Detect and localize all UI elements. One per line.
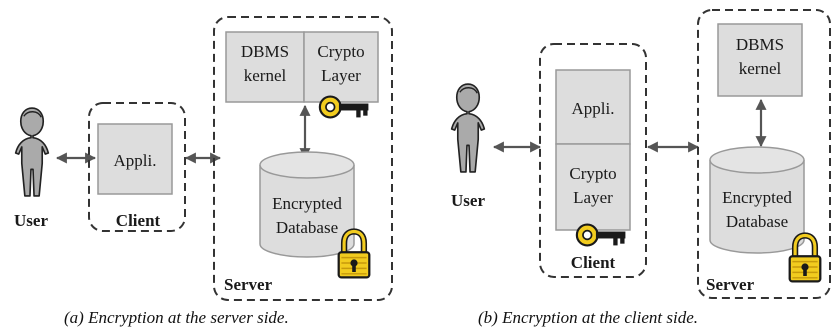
server-boundary <box>213 16 393 301</box>
dbms-kernel-box <box>225 31 305 103</box>
application-box <box>555 69 631 145</box>
client-boundary <box>88 102 186 232</box>
server-label: Server <box>224 275 273 294</box>
dbms-kernel-box <box>717 23 803 97</box>
server-boundary <box>697 9 831 299</box>
dbms-label-line2: kernel <box>244 66 287 85</box>
crypto-label-line1: Crypto <box>569 164 616 183</box>
crypto-layer-box <box>303 31 379 103</box>
crypto-label-line1: Crypto <box>317 42 364 61</box>
client-label: Client <box>571 253 616 272</box>
dbms-label-line1: DBMS <box>241 42 289 61</box>
client-label: Client <box>116 211 161 230</box>
padlock-icon <box>790 236 821 282</box>
database-label-line1: Encrypted <box>272 194 342 213</box>
database-label-line1: Encrypted <box>722 188 792 207</box>
user-figure-icon <box>450 83 486 173</box>
caption-b: (b) Encryption at the client side. <box>478 308 698 327</box>
encrypted-database-cylinder <box>259 151 355 258</box>
application-label: Appli. <box>114 151 157 170</box>
database-label-line2: Database <box>726 212 788 231</box>
caption-a: (a) Encryption at the server side. <box>64 308 289 327</box>
panel-b: User Appli. Crypto Layer Client DBMS ker… <box>450 9 831 299</box>
crypto-label-line2: Layer <box>573 188 613 207</box>
user-label: User <box>14 211 48 230</box>
application-label: Appli. <box>572 99 615 118</box>
panel-a: User Appli. Client DBMS kernel Crypto La… <box>14 16 393 301</box>
user-label: User <box>451 191 485 210</box>
database-label-line2: Database <box>276 218 338 237</box>
client-boundary <box>539 43 647 278</box>
user-figure-icon <box>14 107 50 197</box>
dbms-label-line2: kernel <box>739 59 782 78</box>
dbms-label-line1: DBMS <box>736 35 784 54</box>
application-box <box>97 123 173 195</box>
crypto-label-line2: Layer <box>321 66 361 85</box>
encrypted-database-cylinder <box>709 146 805 254</box>
server-label: Server <box>706 275 755 294</box>
crypto-layer-box <box>555 143 631 231</box>
